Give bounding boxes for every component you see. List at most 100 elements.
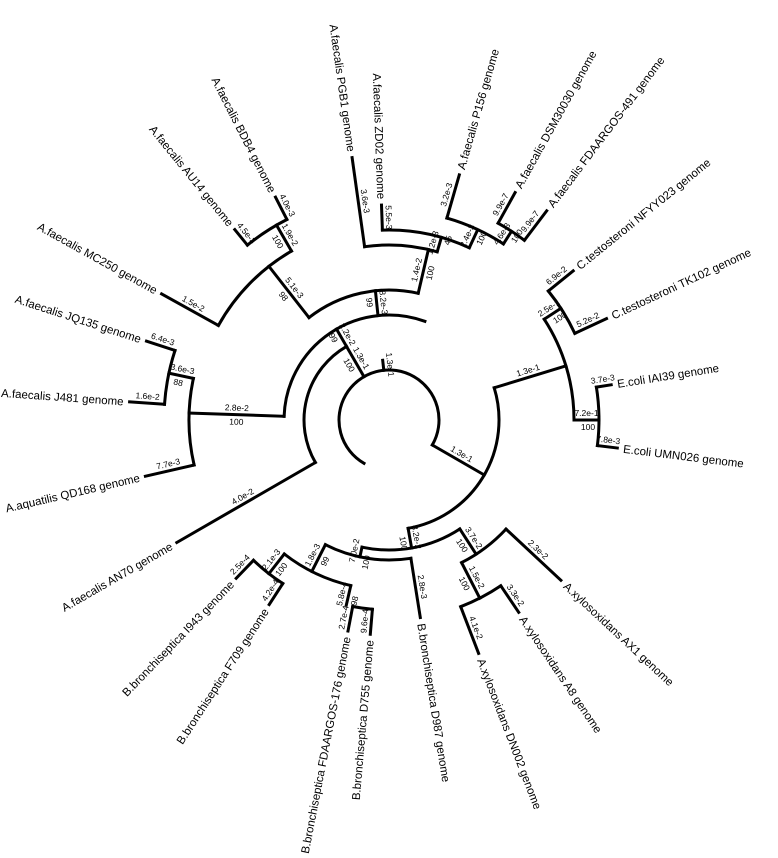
branch-n_fC bbox=[187, 411, 286, 418]
branch-n_xylos_inner bbox=[459, 560, 482, 601]
branch-n_fA4 bbox=[501, 229, 514, 246]
branch-n_fsw bbox=[430, 442, 487, 478]
arc-n_xylos bbox=[459, 526, 509, 565]
branch-faecalis_bdb4 bbox=[273, 195, 289, 222]
arc-n_comam_grp bbox=[542, 317, 576, 422]
leaf-label-ecoli_iai39: E.coli IAI39 genome bbox=[616, 363, 720, 391]
branch-ecoli_iai39 bbox=[594, 383, 613, 389]
branch-n_bronchi_c bbox=[266, 551, 287, 576]
leaf-label-testosteroni_tk102: C.testosteroni TK102 genome bbox=[610, 247, 753, 322]
leaf-label-faecalis_zd02: A.faecalis ZD02 genome bbox=[370, 73, 386, 199]
arc-n_fA2 bbox=[380, 228, 472, 250]
leaf-label-testosteroni_nfyy023: C.testosteroni NFYY023 genome bbox=[575, 157, 714, 273]
leaf-label-xylos_ax1: A.xylosoxidans AX1 genome bbox=[561, 581, 676, 689]
branch-length-n_bronchi: 7.0e-2 bbox=[347, 537, 362, 563]
branch-testosteroni_tk102 bbox=[572, 316, 609, 336]
leaf-label-faecalis_j481: A.faecalis J481 genome bbox=[1, 388, 124, 409]
branch-length-ecoli_umn026: 7.8e-3 bbox=[596, 433, 621, 446]
leaf-label-faecalis_p156: A.faecalis P156 genome bbox=[456, 48, 502, 171]
support-n_bronchi_a: 99 bbox=[318, 555, 331, 568]
branch-faecalis_j481 bbox=[128, 400, 167, 406]
branch-xylos_a8 bbox=[498, 583, 521, 615]
arc-n_fB bbox=[216, 249, 294, 328]
arc-root bbox=[337, 368, 441, 466]
branch-bronchi_f709 bbox=[267, 581, 285, 607]
branch-length-bronchi_d755: 9.6e-4 bbox=[358, 608, 370, 633]
branch-n_comam_grp bbox=[492, 364, 568, 390]
branch-faecalis_jq135 bbox=[144, 339, 177, 353]
branch-n_fB bbox=[266, 264, 312, 320]
branch-faecalis_p156 bbox=[445, 173, 462, 220]
branch-n_bronchi_a bbox=[309, 542, 328, 574]
branch-n_fbd bbox=[406, 526, 414, 550]
support-n_fC: 100 bbox=[229, 416, 244, 426]
branch-faecalis_zd02 bbox=[379, 203, 384, 232]
branch-length-bronchi_fdaargos176: 2.7e-4 bbox=[336, 604, 350, 630]
leaf-label-faecalis_au14: A.faecalis AU14 genome bbox=[146, 124, 235, 229]
arc-n_comam bbox=[546, 288, 577, 336]
branch-length-n_fA: 8.2e-3 bbox=[377, 290, 389, 315]
branch-length-faecalis_j481: 1.6e-2 bbox=[135, 390, 160, 402]
arc-n_fC bbox=[187, 376, 196, 467]
arc-n_fC1 bbox=[162, 348, 177, 406]
branch-n_fA1 bbox=[416, 247, 431, 296]
branch-n_an70sis bbox=[334, 327, 349, 349]
branch-length-n_ecoli: 7.2e-1 bbox=[574, 408, 598, 418]
branch-faecalis_fdaargos491 bbox=[522, 208, 549, 243]
branch-faecalis_mc250 bbox=[159, 291, 221, 328]
arc-n_fsw bbox=[406, 385, 501, 531]
leaf-label-faecalis_jq135: A.faecalis JQ135 genome bbox=[13, 294, 142, 346]
branch-n_fA3 bbox=[467, 227, 480, 250]
branch-root_stub bbox=[381, 358, 386, 372]
branch-faecalis_an70 bbox=[174, 460, 318, 545]
branch-faecalis_dsm30030 bbox=[496, 190, 518, 226]
branch-n_fC1 bbox=[167, 371, 196, 381]
support-n_bronchi_b: 98 bbox=[348, 595, 360, 607]
leaf-label-faecalis_mc250: A.faecalis MC250 genome bbox=[35, 221, 159, 297]
arc-n_an70sis bbox=[282, 313, 427, 418]
branch-faecalis_pgb1 bbox=[350, 155, 367, 249]
leaf-label-xylos_a8: A.xylosoxidans A8 genome bbox=[516, 615, 603, 736]
branch-xylos_dn002 bbox=[458, 604, 481, 656]
support-n_fA1: 100 bbox=[424, 265, 437, 281]
branch-xylos_ax1 bbox=[503, 526, 564, 583]
arc-n_fA1 bbox=[362, 243, 440, 254]
arc-n_fA3 bbox=[445, 216, 506, 246]
leaf-label-bronchi_d755: B.bronchiseptica D755 genome bbox=[351, 640, 377, 801]
arc-n_ecoli bbox=[594, 385, 601, 448]
branch-length-faecalis_pgb1: 3.6e-3 bbox=[359, 188, 372, 214]
branch-bronchi_i943 bbox=[234, 558, 256, 581]
branch-faecalis_au14 bbox=[232, 227, 250, 248]
branch-n_fB1 bbox=[274, 223, 294, 254]
branch-n_faecalis bbox=[344, 344, 367, 379]
branch-n_bronchi_b bbox=[344, 583, 353, 607]
leaf-label-faecalis_bdb4: A.faecalis BDB4 genome bbox=[209, 76, 278, 195]
arc-n_fbd bbox=[360, 526, 462, 552]
support-n_fC1: 88 bbox=[173, 376, 185, 388]
leaf-label-faecalis_fdaargos491: A.faecalis FDAARGOS-491 genome bbox=[546, 55, 667, 210]
branch-n_bronchi bbox=[358, 545, 364, 559]
branch-aquatilis_qd168 bbox=[143, 463, 196, 478]
leaf-label-faecalis_pgb1: A.faecalis PGB1 genome bbox=[326, 24, 356, 153]
branch-length-n_fbd: 8.2e-2 bbox=[410, 524, 424, 550]
leaf-label-faecalis_an70: A.faecalis AN70 genome bbox=[60, 541, 175, 614]
branch-n_fA2 bbox=[435, 235, 444, 254]
leaf-label-xylos_dn002: A.xylosoxidans DN002 genome bbox=[474, 657, 543, 811]
branch-ecoli_umn026 bbox=[595, 443, 619, 450]
branch-bronchi_d987 bbox=[409, 556, 423, 620]
branch-testosteroni_nfyy023 bbox=[546, 268, 576, 294]
leaf-label-bronchi_fdaargos176: B.bronchiseptica FDAARGOS-176 genome bbox=[300, 636, 354, 855]
branch-length-faecalis_zd02: 5.5e-3 bbox=[383, 205, 394, 230]
branch-n_comam bbox=[542, 306, 563, 322]
leaf-label-faecalis_dsm30030: A.faecalis DSM30030 genome bbox=[514, 49, 600, 191]
leaf-label-ecoli_umn026: E.coli UMN026 genome bbox=[622, 444, 744, 471]
branch-n_fA bbox=[373, 289, 380, 318]
branch-n_xylos bbox=[457, 526, 479, 557]
branch-bronchi_d755 bbox=[368, 607, 375, 636]
support-n_fA: 99 bbox=[364, 297, 375, 308]
branch-length-n_fC1: 3.6e-3 bbox=[170, 362, 196, 377]
leaf-label-aquatilis_qd168: A.aquatilis QD168 genome bbox=[5, 473, 142, 516]
branch-length-bronchi_d987: 2.8e-3 bbox=[416, 574, 430, 600]
leaf-label-bronchi_d987: B.bronchiseptica D987 genome bbox=[414, 623, 451, 783]
